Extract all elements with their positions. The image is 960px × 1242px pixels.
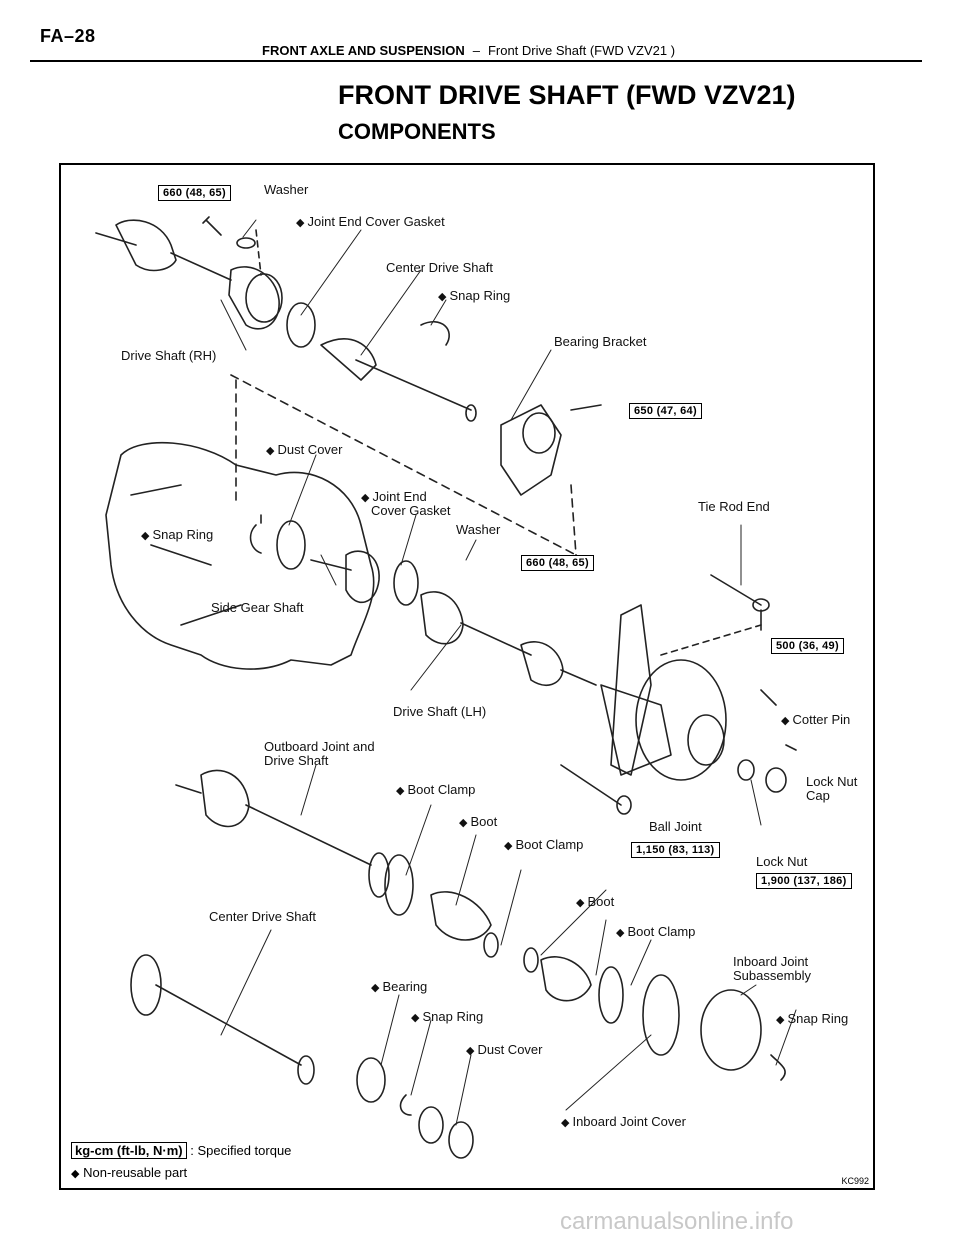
snap-ring-mid-art bbox=[249, 524, 262, 554]
snap-ring-bottom-art bbox=[399, 1094, 412, 1116]
bolt-top bbox=[202, 216, 222, 236]
watermark: carmanualsonline.info bbox=[560, 1208, 794, 1235]
boot-2-art bbox=[540, 956, 592, 1002]
dust-cover-mid-art bbox=[276, 520, 306, 570]
label-side-gear-shaft: Side Gear Shaft bbox=[211, 600, 304, 615]
boot-clamp-1-art bbox=[384, 854, 414, 916]
label-lock-nut-cap-2: Cap bbox=[806, 788, 830, 803]
side-gear-shaft-art bbox=[310, 559, 352, 571]
label-bearing-bracket: Bearing Bracket bbox=[554, 334, 647, 349]
leader-lines bbox=[220, 219, 797, 1126]
legend-nonreusable: ◆ Non-reusable part bbox=[71, 1165, 187, 1180]
page-subtitle: COMPONENTS bbox=[338, 119, 496, 144]
snap-ring-right-art bbox=[770, 1054, 786, 1081]
brake-disc-art bbox=[635, 659, 727, 781]
legend-nonreusable-desc: Non-reusable part bbox=[83, 1165, 188, 1180]
torque-spec-6: 1,900 (137, 186) bbox=[756, 873, 852, 889]
label-drive-shaft-rh: Drive Shaft (RH) bbox=[121, 348, 217, 363]
page-title: FRONT DRIVE SHAFT (FWD VZV21) bbox=[338, 80, 796, 110]
label-outboard-joint-2: Drive Shaft bbox=[264, 753, 329, 768]
label-bearing: Bearing bbox=[371, 980, 427, 995]
legend-torque: kg-cm (ft-lb, N·m) : Specified torque bbox=[71, 1142, 292, 1159]
label-ball-joint: Ball Joint bbox=[649, 819, 702, 834]
label-inboard-joint-cover: Inboard Joint Cover bbox=[561, 1115, 685, 1130]
label-snap-ring-mid: Snap Ring bbox=[141, 528, 213, 543]
torque-spec-3: 660 (48, 65) bbox=[521, 555, 594, 571]
label-tie-rod-end: Tie Rod End bbox=[698, 499, 770, 514]
label-outboard-joint-1: Outboard Joint and bbox=[264, 739, 375, 754]
subsection-title: Front Drive Shaft (FWD VZV21 ) bbox=[487, 43, 676, 58]
label-dust-cover-bottom: Dust Cover bbox=[466, 1043, 542, 1058]
label-cotter-pin: Cotter Pin bbox=[781, 713, 850, 728]
dust-cover-bottom-2-art bbox=[448, 1121, 474, 1159]
label-center-drive-shaft-top: Center Drive Shaft bbox=[386, 260, 493, 275]
label-boot-clamp-1: Boot Clamp bbox=[396, 783, 475, 798]
boot-clamp-2-art bbox=[483, 932, 499, 958]
legend-torque-unit: kg-cm (ft-lb, N·m) bbox=[71, 1142, 187, 1159]
inboard-joint-art bbox=[700, 989, 762, 1071]
label-snap-ring-bottom-1: Snap Ring bbox=[411, 1010, 483, 1025]
lock-nut-art bbox=[737, 759, 755, 781]
label-washer-mid: Washer bbox=[456, 522, 501, 537]
label-center-drive-shaft-bottom: Center Drive Shaft bbox=[209, 909, 316, 924]
header-separator: – bbox=[472, 43, 480, 58]
legend-torque-desc: : Specified torque bbox=[190, 1143, 292, 1158]
diagram-artwork bbox=[95, 216, 797, 1159]
center-drive-shaft-bottom-art bbox=[130, 954, 315, 1085]
cotter-pin-art bbox=[760, 689, 797, 751]
boot-clamp-3-art bbox=[598, 966, 624, 1024]
nonreusable-icon: ◆ bbox=[71, 1168, 80, 1180]
label-lock-nut-cap-1: Lock Nut bbox=[806, 774, 858, 789]
dust-cover-bottom-1-art bbox=[418, 1106, 444, 1144]
label-boot-clamp-2: Boot Clamp bbox=[504, 838, 583, 853]
components-diagram: Washer Joint End Cover Gasket Center Dri… bbox=[59, 163, 875, 1190]
torque-spec-4: 500 (36, 49) bbox=[771, 638, 844, 654]
label-boot-2: Boot bbox=[576, 895, 614, 910]
drive-shaft-rh-art bbox=[95, 219, 477, 422]
label-dust-cover-mid: Dust Cover bbox=[266, 443, 342, 458]
lock-nut-cap-art bbox=[765, 767, 787, 793]
label-snap-ring-top: Snap Ring bbox=[438, 289, 510, 304]
label-inboard-joint-1: Inboard Joint bbox=[733, 954, 809, 969]
assembly-dashed-line bbox=[230, 374, 577, 556]
label-washer-top: Washer bbox=[264, 182, 309, 197]
label-boot-clamp-3: Boot Clamp bbox=[616, 925, 695, 940]
page-number: FA–28 bbox=[40, 26, 96, 46]
label-joint-end-cover-gasket-top: Joint End Cover Gasket bbox=[296, 215, 444, 230]
boot-1-art bbox=[430, 891, 492, 941]
torque-spec-5: 1,150 (83, 113) bbox=[631, 842, 720, 858]
torque-spec-2: 650 (47, 64) bbox=[629, 403, 702, 419]
transaxle-housing bbox=[105, 441, 375, 670]
bearing-bracket-art bbox=[500, 404, 562, 496]
washer-top-art bbox=[236, 237, 256, 249]
inboard-joint-cover-art bbox=[642, 974, 680, 1056]
header-rule bbox=[30, 60, 922, 62]
section-title: FRONT AXLE AND SUSPENSION bbox=[262, 43, 465, 58]
label-joint-end-mid-1: Joint End bbox=[361, 490, 426, 505]
label-joint-end-mid-2: Cover Gasket bbox=[371, 503, 451, 518]
label-snap-ring-bottom-2: Snap Ring bbox=[776, 1012, 848, 1027]
figure-id: KC992 bbox=[841, 1176, 869, 1186]
boot-clamp-3a-art bbox=[523, 947, 539, 973]
ball-joint-art bbox=[560, 764, 622, 806]
label-inboard-joint-2: Subassembly bbox=[733, 968, 812, 983]
label-drive-shaft-lh: Drive Shaft (LH) bbox=[393, 704, 487, 719]
outboard-joint-art bbox=[175, 769, 390, 898]
torque-spec-1: 660 (48, 65) bbox=[158, 185, 231, 201]
tie-rod-end-art bbox=[710, 574, 762, 606]
label-boot-1: Boot bbox=[459, 815, 497, 830]
drive-shaft-lh-art bbox=[420, 591, 597, 686]
label-lock-nut: Lock Nut bbox=[756, 854, 808, 869]
running-header: FRONT AXLE AND SUSPENSION–Front Drive Sh… bbox=[262, 43, 675, 58]
bearing-bottom-art bbox=[356, 1057, 386, 1103]
snap-ring-top-art bbox=[420, 320, 450, 346]
